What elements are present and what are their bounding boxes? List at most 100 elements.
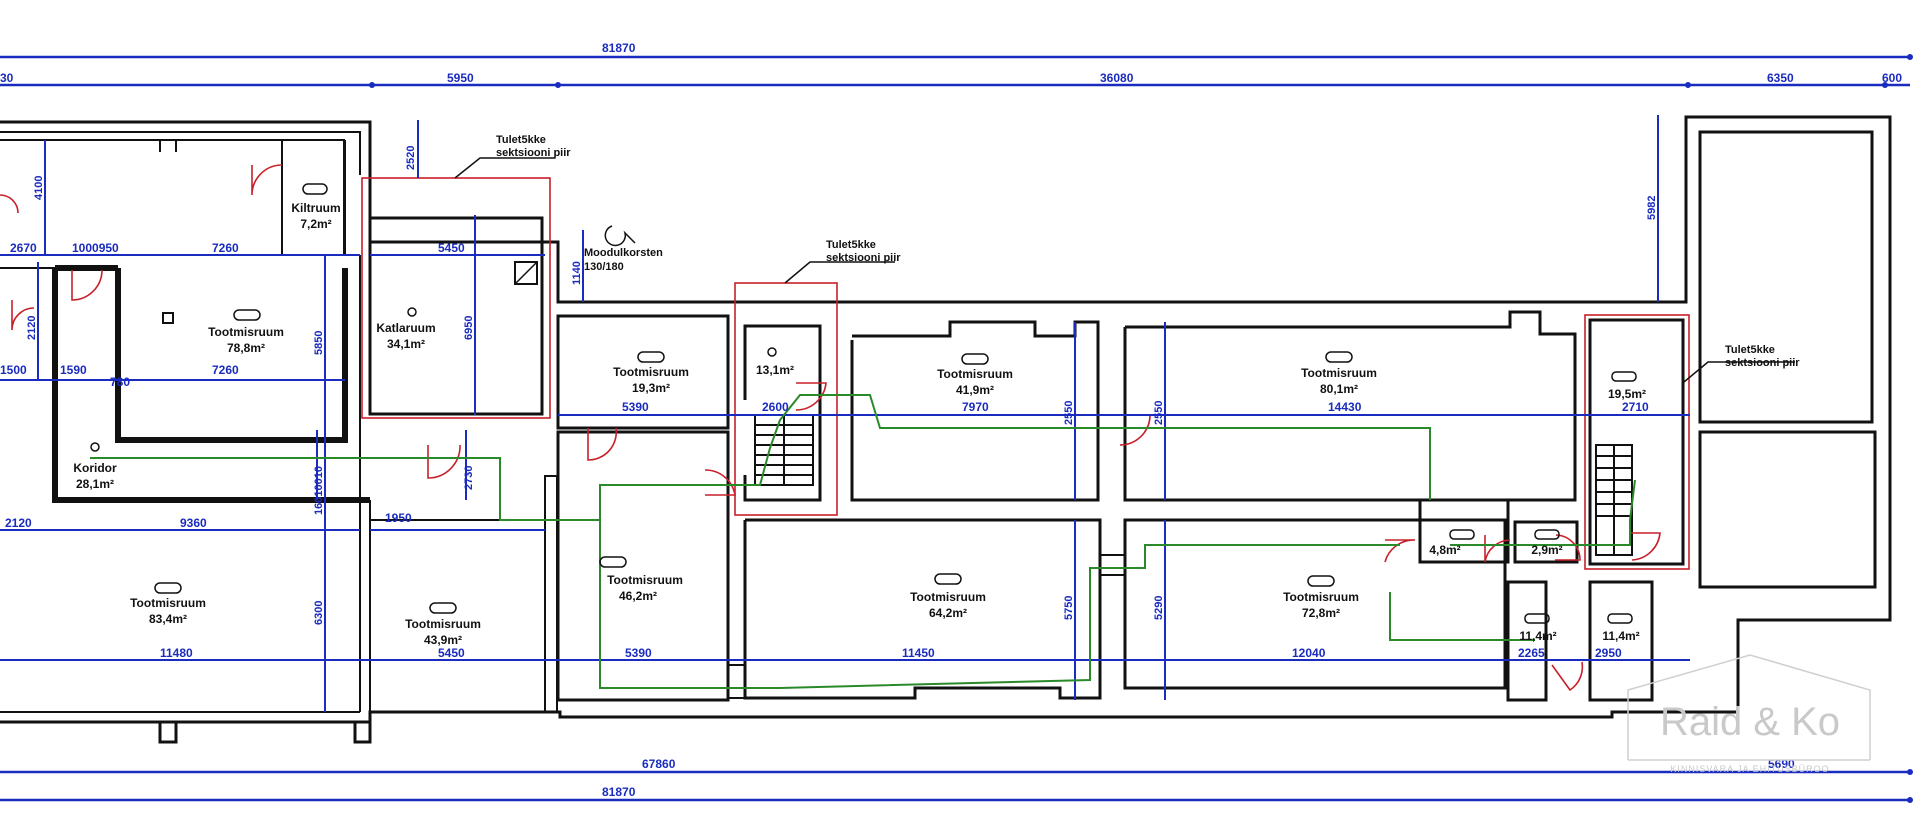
dim-1601: 16010010: [313, 466, 325, 515]
dim-2550a: 2550: [1063, 401, 1075, 425]
fire-section-boundaries: [0, 157, 1795, 692]
room-tootmisruum-41: Tootmisruum 41,9m²: [937, 353, 1013, 397]
dim-5450b: 5450: [438, 646, 465, 660]
room-name: Koridor: [73, 461, 117, 475]
dim-1950: 1950: [385, 511, 412, 525]
room-area: 80,1m²: [1320, 382, 1358, 396]
annotations: Tulet5kke sektsiooni piir Tulet5kke sekt…: [496, 134, 1800, 369]
room-name: Tootmisruum: [1283, 590, 1359, 604]
dim-5850: 5850: [313, 331, 325, 355]
room-name: Kiltruum: [291, 201, 340, 215]
dim-bottom-total: 81870: [602, 785, 636, 799]
room-11-4-a: 11,4m²: [1519, 613, 1557, 643]
dim-1500: 1500: [0, 363, 27, 377]
dim-5390b: 5390: [625, 646, 652, 660]
stair-1-treads: [755, 415, 813, 485]
dim-780: 780: [110, 375, 130, 389]
dim-2550b: 2550: [1153, 401, 1165, 425]
room-area: 83,4m²: [149, 612, 187, 626]
dim-1590: 1590: [60, 363, 87, 377]
dim-top-6350: 6350: [1767, 71, 1794, 85]
vent-note-line1: Moodulkorsten: [584, 247, 663, 259]
room-stair-19: 19,5m²: [1608, 371, 1646, 401]
dim-2730: 2730: [463, 466, 475, 490]
room-name: Tootmisruum: [130, 596, 206, 610]
stair-2-treads: [1595, 444, 1633, 556]
room-tootmisruum-19: Tootmisruum 19,3m²: [613, 351, 689, 395]
dim-top-5950: 5950: [447, 71, 474, 85]
outer-walls: [0, 115, 1892, 744]
dim-2120: 2120: [5, 516, 32, 530]
room-name: Tootmisruum: [613, 365, 689, 379]
room-tootmisruum-83: Tootmisruum 83,4m²: [130, 582, 206, 626]
room-name: Tootmisruum: [1301, 366, 1377, 380]
room-kiltruum: Kiltruum 7,2m²: [291, 183, 341, 231]
inner-dimension-lines: [0, 115, 1690, 712]
room-area: 4,8m²: [1429, 543, 1460, 557]
room-area: 46,2m²: [619, 589, 657, 603]
room-katlaruum: Katlaruum 34,1m²: [376, 307, 436, 351]
room-tootmisruum-80: Tootmisruum 80,1m²: [1301, 351, 1377, 396]
room-area: 72,8m²: [1302, 606, 1340, 620]
dim-5290: 5290: [1153, 596, 1165, 620]
logo-tagline: KINNISVARA JA EHITUSBÜROO: [1670, 764, 1829, 774]
dim-2265: 2265: [1518, 646, 1545, 660]
room-area: 78,8m²: [227, 341, 265, 355]
logo-name: Raid & Ko: [1660, 700, 1840, 744]
dim-6300: 6300: [313, 601, 325, 625]
room-wc-4: 4,8m²: [1429, 529, 1475, 557]
room-area: 2,9m²: [1531, 543, 1562, 557]
room-koridor: Koridor 28,1m²: [73, 442, 117, 491]
fire-note-3-line1: Tulet5kke: [1725, 344, 1775, 356]
room-tootmisruum-43: Tootmisruum 43,9m²: [405, 602, 481, 647]
bottom-dimension-chain: 67860 5690 81870: [0, 757, 1913, 803]
vent-note-line2: 130/180: [584, 261, 624, 273]
room-area: 19,5m²: [1608, 387, 1646, 401]
top-dimension-chain: 81870 30 5950 36080 6350 600: [0, 41, 1913, 88]
room-wc-2: 2,9m²: [1531, 529, 1563, 557]
room-area: 34,1m²: [387, 337, 425, 351]
dim-6950: 6950: [463, 316, 475, 340]
room-tootmisruum-78: Tootmisruum 78,8m²: [208, 309, 284, 355]
fire-note-2-line1: Tulet5kke: [826, 239, 876, 251]
dim-1000: 1000950: [72, 241, 119, 255]
room-name: Tootmisruum: [208, 325, 284, 339]
center-rooms: [556, 310, 1685, 702]
dim-5390a: 5390: [622, 400, 649, 414]
dim-2710: 2710: [1622, 400, 1649, 414]
dim-2520: 2520: [405, 146, 417, 170]
room-area: 64,2m²: [929, 606, 967, 620]
dim-11480: 11480: [160, 646, 193, 660]
dim-2120-vert: 2120: [26, 316, 38, 340]
dim-9360: 9360: [180, 516, 207, 530]
room-tootmisruum-72: Tootmisruum 72,8m²: [1283, 575, 1359, 620]
room-tootmisruum-64: Tootmisruum 64,2m²: [910, 573, 986, 620]
room-11-4-b: 11,4m²: [1602, 613, 1640, 643]
room-area: 11,4m²: [1602, 629, 1639, 643]
room-area: 13,1m²: [756, 363, 794, 377]
dim-1140: 1140: [571, 261, 583, 285]
vent-arrow-icon: [604, 225, 636, 247]
room-name: Tootmisruum: [607, 573, 683, 587]
evacuation-paths: [90, 394, 1636, 689]
dim-top-36080: 36080: [1100, 71, 1134, 85]
chimney-icon: [514, 261, 538, 285]
company-logo: Raid & Ko KINNISVARA JA EHITUSBÜROO: [1627, 654, 1871, 774]
dim-2950: 2950: [1595, 646, 1622, 660]
room-area: 43,9m²: [424, 633, 462, 647]
fire-note-1-line1: Tulet5kke: [496, 134, 546, 146]
room-name: Tootmisruum: [937, 367, 1013, 381]
dim-5750: 5750: [1063, 596, 1075, 620]
dim-11450: 11450: [902, 646, 935, 660]
dim-2670: 2670: [10, 241, 37, 255]
dim-12040: 12040: [1292, 646, 1326, 660]
dim-7260a: 7260: [212, 241, 239, 255]
dim-bottom-67860: 67860: [642, 757, 676, 771]
room-area: 19,3m²: [632, 381, 670, 395]
dim-14430: 14430: [1328, 400, 1362, 414]
dim-7260b: 7260: [212, 363, 239, 377]
room-stair-13: 13,1m²: [756, 347, 794, 377]
dim-5982: 5982: [1646, 196, 1658, 220]
room-tootmisruum-46: Tootmisruum 46,2m²: [599, 556, 683, 603]
